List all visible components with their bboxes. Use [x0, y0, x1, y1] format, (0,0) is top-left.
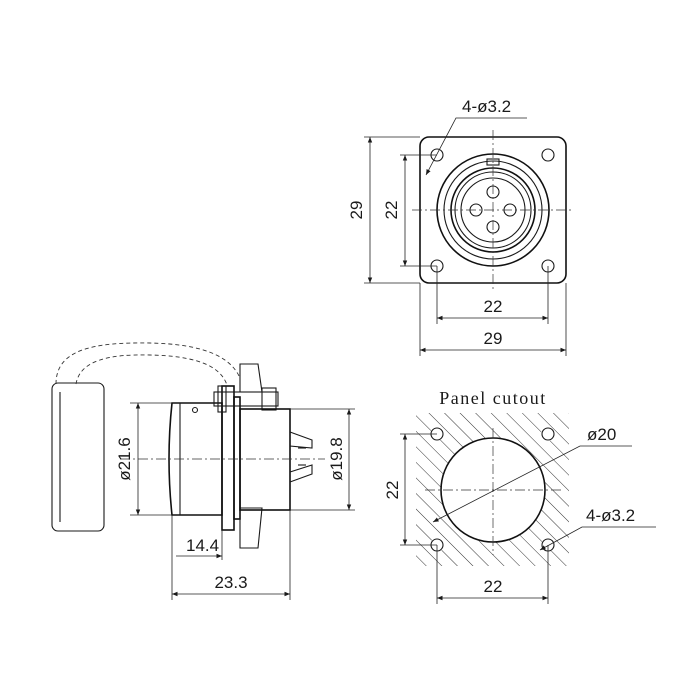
side-length-front: 14.4: [186, 536, 219, 555]
panel-section: [239, 363, 263, 393]
flange-plate: [221, 385, 235, 531]
side-length-total: 23.3: [214, 573, 247, 592]
panel-cutout-view: Panel cutout ø20 4-ø3.2 22 22: [383, 388, 656, 604]
side-diameter-rear: ø19.8: [327, 437, 346, 480]
solder-cup: [289, 431, 313, 449]
rear-body: [239, 408, 291, 511]
panel-cutout-title: Panel cutout: [439, 388, 546, 408]
cutout-hole-callout: 4-ø3.2: [586, 506, 635, 525]
cutout-width: 22: [484, 577, 503, 596]
tether-cord: [55, 342, 241, 385]
front-height-outer: 29: [347, 201, 366, 220]
solder-cup: [289, 464, 313, 483]
cutout-hole-diameter: ø20: [587, 425, 616, 444]
connector-body: [168, 402, 223, 516]
dust-cap: [51, 382, 105, 532]
front-width-inner: 22: [484, 297, 503, 316]
cutout-height: 22: [383, 481, 402, 500]
front-height-inner: 22: [382, 201, 401, 220]
front-width-outer: 29: [484, 329, 503, 348]
mounting-hole: [541, 148, 555, 162]
front-hole-callout: 4-ø3.2: [462, 97, 511, 116]
key-slot: [486, 158, 500, 166]
side-diameter-body: ø21.6: [115, 437, 134, 480]
side-view: ø21.6 ø19.8 14.4 23.3: [51, 342, 355, 600]
front-view: 4-ø3.2 29 22 22 29: [347, 97, 572, 356]
mounting-screw: [213, 391, 279, 407]
cutout-mounting-hole: [541, 427, 555, 441]
